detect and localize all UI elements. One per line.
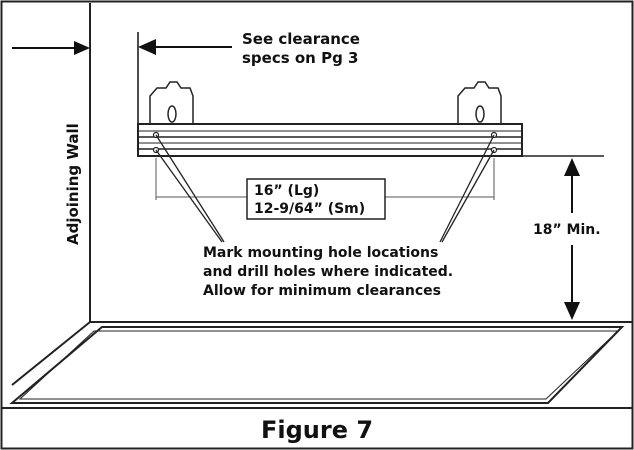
wall-clearance-arrow bbox=[12, 41, 90, 55]
mounting-bracket bbox=[137, 81, 523, 157]
instruction-line2: and drill holes where indicated. bbox=[203, 264, 453, 280]
keyhole-slot-left bbox=[167, 105, 177, 123]
adjoining-wall bbox=[11, 3, 632, 386]
clearance-note-line1: See clearance bbox=[242, 30, 360, 48]
adjoining-wall-label: Adjoining Wall bbox=[64, 123, 82, 245]
width-dimension bbox=[155, 158, 495, 220]
instruction-line1: Mark mounting hole locations bbox=[203, 245, 438, 261]
clearance-note-line2: specs on Pg 3 bbox=[242, 49, 358, 67]
width-label-box bbox=[246, 178, 386, 220]
leader-lines bbox=[155, 134, 495, 243]
keyhole-slot-right bbox=[475, 105, 485, 123]
floor-slab bbox=[9, 326, 625, 404]
instruction-line3: Allow for minimum clearances bbox=[203, 283, 441, 299]
height-minimum-label: 18” Min. bbox=[533, 222, 601, 238]
figure-caption: Figure 7 bbox=[261, 416, 373, 444]
width-label-small: 12-9/64” (Sm) bbox=[254, 201, 365, 217]
width-label-large: 16” (Lg) bbox=[254, 183, 319, 199]
height-dimension bbox=[500, 155, 604, 320]
